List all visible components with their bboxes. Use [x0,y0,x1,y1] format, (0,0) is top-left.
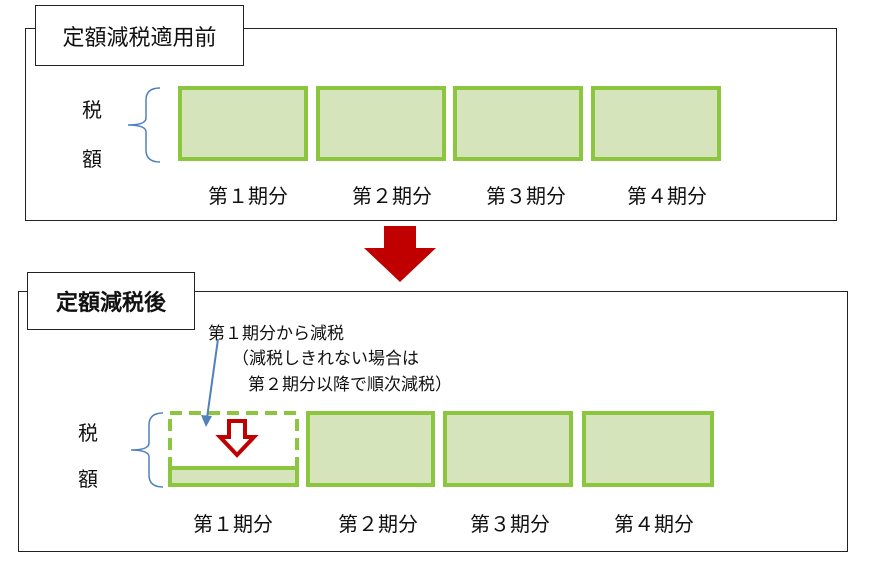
before-bar-3 [453,86,583,161]
after-period-1: 第１期分 [193,512,273,536]
note-line-1: 第１期分から減税 [208,324,344,344]
after-period-2: 第２期分 [338,512,418,536]
after-bar-1-original-dashed [168,411,299,487]
hollow-down-arrow-icon [215,419,259,458]
axis-label-gaku: 額 [82,147,102,171]
before-period-3: 第３期分 [486,184,566,208]
pointer-arrowhead-icon [201,415,212,427]
axis-label-zei: 税 [78,421,98,445]
brace-icon [127,87,161,163]
axis-label-gaku: 額 [78,467,98,491]
before-bar-2 [316,86,446,161]
down-arrow-icon [364,226,436,282]
brace-icon [130,412,164,488]
before-bar-1 [178,86,308,161]
before-period-2: 第２期分 [352,184,432,208]
note-line-2: （減税しきれない場合は [232,349,419,369]
after-bar-3 [443,411,573,487]
note-line-3: 第２期分以降で順次減税） [248,375,452,395]
before-period-1: 第１期分 [208,184,288,208]
after-bar-4 [582,411,714,487]
before-title: 定額減税適用前 [35,5,244,66]
pointer-arrow-line [206,338,219,419]
after-period-3: 第３期分 [470,512,550,536]
after-title: 定額減税後 [27,272,195,330]
before-period-4: 第４期分 [627,184,707,208]
after-period-4: 第４期分 [614,512,694,536]
after-bar-2 [306,411,435,487]
before-bar-4 [591,86,721,161]
axis-label-zei: 税 [82,98,102,122]
